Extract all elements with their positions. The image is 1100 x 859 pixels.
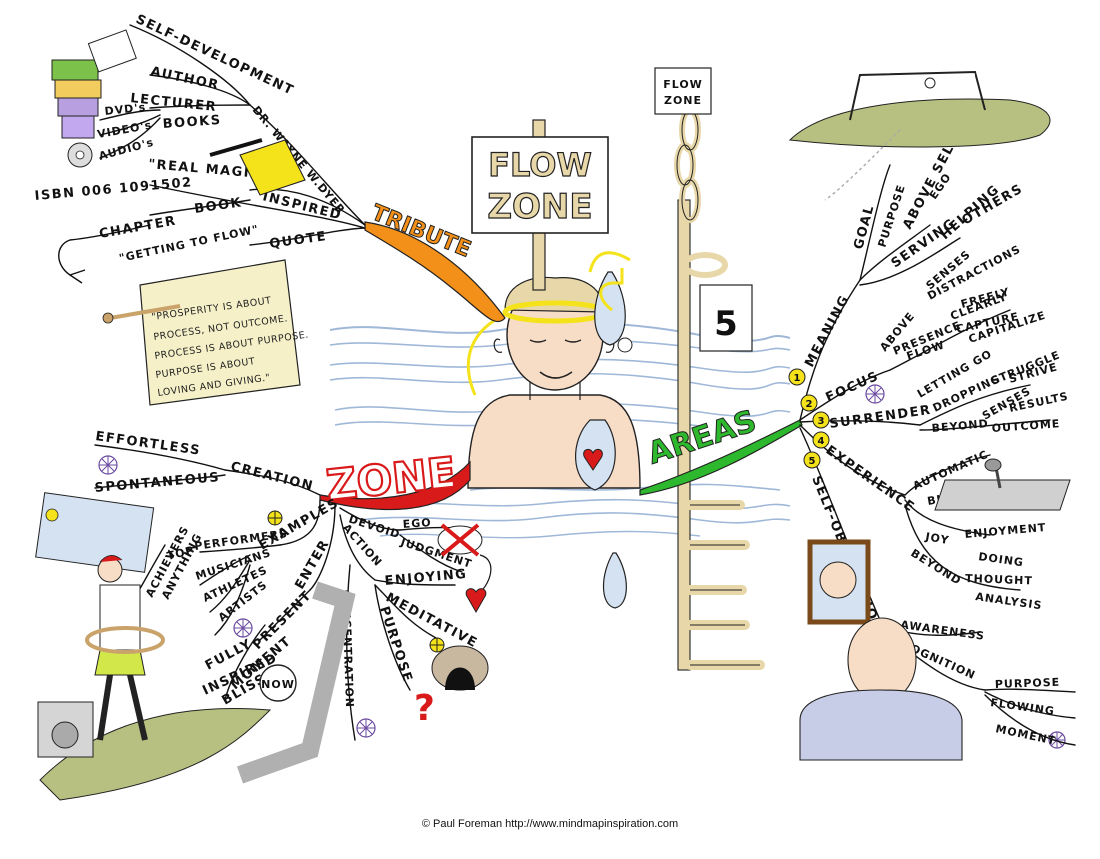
meaning-label: MEANING [802, 293, 853, 370]
outcome-label: OUTCOME [991, 417, 1060, 435]
ladder-chain-illustration: FLOW ZONE 5 [654, 67, 765, 671]
flow-zone-sign: FLOW ZONE [471, 119, 609, 291]
magic-book-icon [209, 135, 306, 196]
tag-line1: FLOW [663, 78, 703, 91]
quote-label: QUOTE [268, 229, 327, 252]
beyond-label: BEYOND [931, 417, 989, 435]
branch-areas: AREAS [639, 403, 803, 496]
gear-shift-icon [934, 458, 1071, 511]
number-3: 3 [818, 416, 825, 427]
drop-small-icon [602, 552, 627, 609]
analysis-label: ANALYSIS [975, 590, 1044, 612]
enjoying-label: ENJOYING [384, 567, 468, 589]
footer-credit: © Paul Foreman http://www.mindmapinspira… [421, 818, 679, 830]
mirror-icon [807, 539, 871, 625]
purpose2-label: PURPOSE [995, 676, 1061, 691]
sparkle-icons [98, 384, 1066, 749]
enter-label: ENTER [292, 537, 333, 592]
number-2: 2 [806, 399, 813, 410]
flowing-label: FLOWING [990, 696, 1056, 718]
isbn-label: ISBN 006 1091502 [34, 175, 193, 204]
ego-label-zone: EGO [402, 516, 432, 531]
musician-figure [35, 492, 272, 801]
goal-label: GOAL [851, 203, 877, 251]
number-1: 1 [794, 373, 801, 384]
number-5: 5 [809, 456, 816, 467]
football-goal-icon [788, 70, 1051, 201]
watch-now-icon: NOW [236, 581, 356, 784]
doing-label: DOING [978, 550, 1025, 569]
beyond2-label: BEYOND [908, 547, 963, 588]
observer-figure [799, 617, 963, 761]
branch-zone: ZONE [319, 447, 471, 511]
water-drop-icon [594, 268, 633, 353]
enjoyment-label: ENJOYMENT [964, 521, 1047, 541]
awareness-label: AWARENESS [900, 618, 986, 643]
book-stack-icon [51, 29, 137, 168]
books-label: BOOKS [162, 113, 222, 132]
sign-line1: FLOW [488, 146, 592, 184]
joy-label: JOY [923, 530, 950, 547]
question-mark-icon: ? [414, 688, 435, 729]
experience-label: EXPERIENCE [823, 443, 918, 516]
sign-line2: ZONE [487, 187, 592, 227]
focus-label: FOCUS [824, 369, 882, 406]
spontaneous-label: SPONTANEOUS [94, 470, 221, 496]
chapter-label: CHAPTER [98, 214, 178, 242]
meditation-figure-icon [431, 645, 489, 691]
creation-label: CREATION [229, 459, 315, 494]
quote-scroll: "PROSPERITY IS ABOUT PROCESS, NOT OUTCOM… [102, 259, 309, 406]
area-number-circles: 1 2 3 4 5 [788, 368, 830, 469]
person-illustration [466, 251, 641, 491]
tag-number: 5 [714, 304, 738, 344]
areas-subtree: MEANING GOAL PURPOSE ABOVE SELF EGO SERV… [799, 133, 1076, 748]
book-label: BOOK [193, 195, 243, 217]
number-4: 4 [818, 436, 825, 447]
moment2-label: MOMENT [994, 722, 1057, 747]
purpose-label-areas: PURPOSE [875, 183, 908, 249]
dvds-label: DVD's [104, 101, 147, 118]
cross-cloud-icon [437, 523, 492, 614]
surrender-label: SURRENDER [828, 403, 932, 432]
thought-label: THOUGHT [965, 572, 1033, 587]
effortless-label: EFFORTLESS [94, 429, 201, 459]
audios-label: AUDIO's [97, 136, 155, 163]
tag-line2: ZONE [664, 94, 702, 107]
areas-label: AREAS [644, 404, 761, 472]
now-label: NOW [261, 678, 295, 691]
